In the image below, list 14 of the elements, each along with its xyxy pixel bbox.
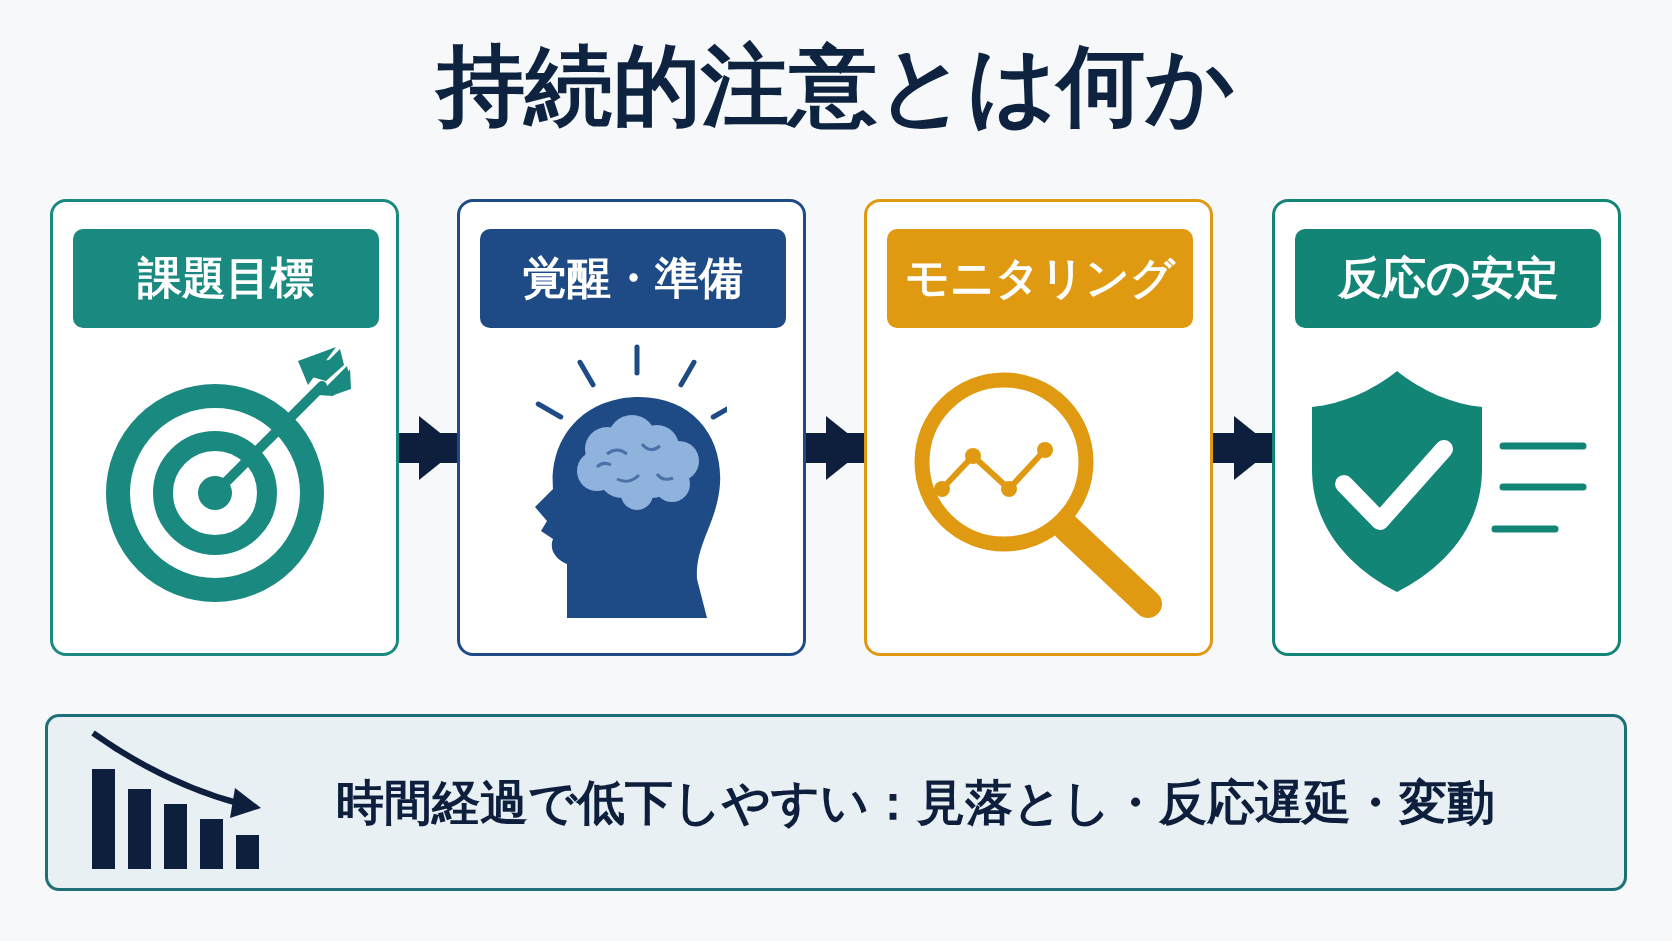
step-card	[50, 199, 399, 656]
step-card	[1272, 199, 1621, 656]
title: 持続的注意とは何か	[434, 38, 1236, 135]
card-header: モニタリング	[887, 229, 1193, 328]
block-arrow	[1213, 416, 1274, 480]
card-header: 反応の安定	[1295, 229, 1601, 328]
block-arrow	[399, 416, 459, 480]
block-arrow	[806, 416, 866, 480]
summary-text: 時間経過で低下しやすい：見落とし・反応遅延・変動	[336, 772, 1495, 832]
card-header: 課題目標	[73, 229, 379, 328]
card-header: 覚醒・準備	[480, 229, 786, 328]
info-panel	[45, 714, 1627, 891]
step-card	[864, 199, 1213, 656]
step-card	[457, 199, 806, 656]
